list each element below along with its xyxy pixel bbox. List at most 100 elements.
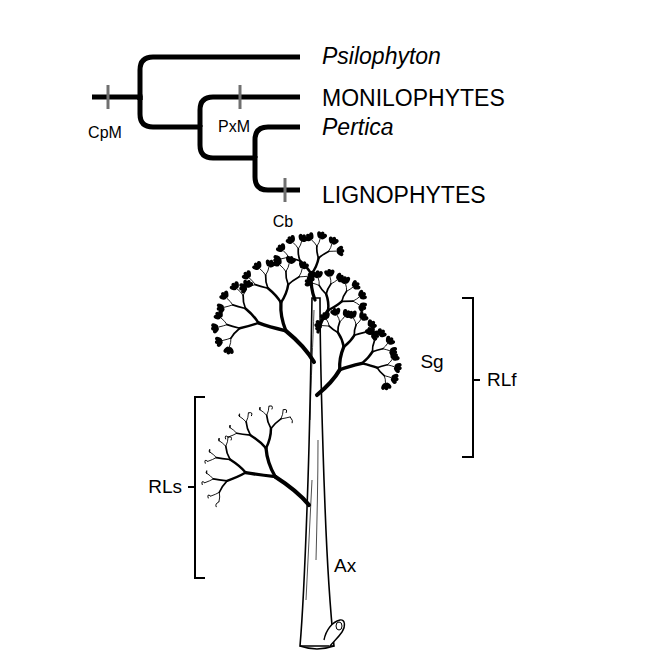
- fertile-branch: [222, 338, 231, 340]
- fertile-branch: [299, 269, 302, 277]
- fertile-branch: [312, 240, 317, 246]
- sporangium: [214, 336, 222, 343]
- fertile-branch: [300, 261, 311, 275]
- sporangium: [280, 243, 285, 251]
- fertile-branch: [281, 285, 288, 303]
- fertile-branch: [387, 365, 394, 367]
- recurved-tip: [248, 413, 251, 416]
- recurved-tip: [290, 417, 292, 423]
- fertile-branch: [330, 277, 331, 284]
- sterile-branch: [219, 481, 227, 492]
- sporangium: [290, 235, 295, 243]
- fertile-branch: [347, 287, 353, 291]
- sterile-branch: [239, 416, 246, 422]
- sterile-branch: [228, 433, 237, 437]
- sporangium: [358, 305, 365, 313]
- fertile-branch: [342, 291, 347, 301]
- fertile-branch: [354, 325, 356, 336]
- sterile-branch: [259, 409, 266, 415]
- fertile-branch: [340, 347, 344, 370]
- tree-branch: [255, 156, 300, 190]
- fertile-branch: [317, 246, 319, 258]
- brackets: [188, 298, 480, 578]
- fertile-branch: [288, 277, 299, 285]
- fertile-branch: [268, 288, 281, 302]
- sterile-branch: [275, 477, 309, 505]
- fertile-branch: [281, 303, 286, 331]
- fertile-branch: [218, 325, 227, 327]
- character-label: PxM: [218, 118, 250, 136]
- fertile-branch: [299, 276, 308, 278]
- fertile-branch: [322, 325, 329, 327]
- sporangium: [392, 355, 400, 361]
- taxon-label: MONILOPHYTES: [322, 86, 505, 111]
- fertile-branch: [317, 239, 320, 246]
- fertile-branch: [286, 272, 288, 285]
- fertile-branch: [374, 336, 379, 341]
- sterile-branch: [216, 458, 230, 460]
- sporangium: [277, 243, 285, 251]
- sterile-branch: [213, 479, 227, 481]
- cladogram: [92, 57, 300, 190]
- sporangium: [370, 327, 376, 335]
- recurved-tip: [229, 425, 231, 428]
- sterile-branch: [267, 406, 269, 415]
- fertile-branch: [312, 283, 319, 285]
- recurved-tip: [208, 495, 211, 498]
- sporangium: [328, 269, 335, 277]
- sterile-branch: [266, 429, 271, 449]
- fertile-branch: [286, 331, 314, 362]
- axis-stub-end: [336, 622, 342, 630]
- recurved-tip: [238, 414, 240, 417]
- part-label: Sg: [420, 352, 443, 373]
- sterile-branch: [237, 433, 251, 435]
- character-label: CpM: [88, 124, 122, 142]
- sterile-branch: [250, 435, 266, 448]
- sterile-branch: [205, 479, 214, 483]
- fertile-branch: [377, 368, 384, 376]
- fertile-branch: [337, 315, 340, 322]
- recurved-tip: [209, 449, 211, 452]
- sporangium: [331, 238, 339, 245]
- fertile-branch: [362, 352, 373, 364]
- fertile-branch: [331, 280, 337, 284]
- sporangium: [287, 235, 295, 243]
- sporangium: [216, 303, 224, 310]
- fertile-branch: [383, 343, 388, 348]
- fertile-branch: [247, 285, 256, 287]
- sporangium: [351, 310, 357, 318]
- sterile-branch: [230, 459, 246, 472]
- sterile-branch: [271, 419, 281, 429]
- character-label: Cb: [273, 213, 293, 231]
- sterile-branch: [281, 417, 290, 419]
- sporangium: [306, 276, 314, 284]
- fertile-branch: [283, 251, 288, 257]
- fertile-branch: [231, 328, 240, 338]
- tree-branch: [140, 57, 300, 100]
- fertile-branch: [354, 332, 364, 335]
- sporangium: [257, 261, 262, 269]
- sterile-branch: [246, 413, 248, 422]
- fertile-branch: [280, 265, 286, 272]
- fertile-branch: [311, 274, 315, 300]
- fertile-branch: [266, 267, 269, 275]
- part-label: RLf: [487, 370, 517, 391]
- fertile-branch: [328, 301, 342, 310]
- sporangium: [211, 323, 219, 330]
- sterile-branch: [281, 410, 283, 419]
- fertile-branch: [372, 349, 382, 352]
- sterile-branch: [208, 458, 217, 462]
- part-label: RLs: [148, 477, 182, 498]
- axis-base: [300, 646, 334, 649]
- character-tick: [107, 85, 110, 109]
- sporangium: [379, 332, 387, 338]
- sporangium: [390, 377, 398, 385]
- recurved-tip: [218, 438, 220, 441]
- taxon-label: LIGNOPHYTES: [322, 183, 486, 208]
- fertile-branch: [224, 305, 233, 307]
- fertile-branch: [346, 284, 347, 291]
- fertile-branch: [372, 334, 375, 341]
- tree-branch: [200, 97, 300, 127]
- axis-stub: [324, 620, 344, 646]
